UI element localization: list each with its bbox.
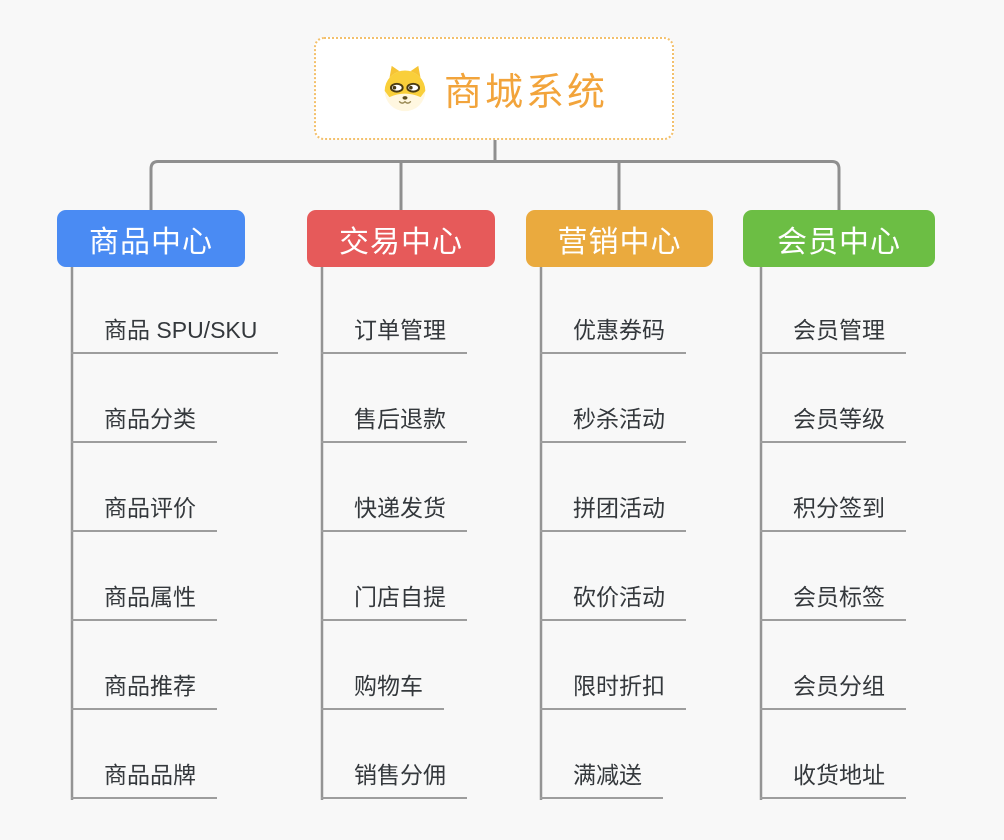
node-item[interactable]: 满减送 bbox=[540, 757, 663, 799]
dog-face-icon bbox=[380, 65, 430, 112]
node-item[interactable]: 商品属性 bbox=[71, 579, 217, 621]
branch-trade-center[interactable]: 交易中心 bbox=[307, 210, 495, 267]
node-item[interactable]: 拼团活动 bbox=[540, 490, 686, 532]
node-item[interactable]: 砍价活动 bbox=[540, 579, 686, 621]
node-item[interactable]: 购物车 bbox=[321, 668, 444, 710]
node-item[interactable]: 商品分类 bbox=[71, 401, 217, 443]
node-item[interactable]: 商品品牌 bbox=[71, 757, 217, 799]
branch-marketing-center[interactable]: 营销中心 bbox=[526, 210, 713, 267]
node-item[interactable]: 积分签到 bbox=[760, 490, 906, 532]
node-item[interactable]: 销售分佣 bbox=[321, 757, 467, 799]
node-item[interactable]: 商品推荐 bbox=[71, 668, 217, 710]
node-item[interactable]: 收货地址 bbox=[760, 757, 906, 799]
node-item[interactable]: 秒杀活动 bbox=[540, 401, 686, 443]
node-item[interactable]: 门店自提 bbox=[321, 579, 467, 621]
node-item[interactable]: 售后退款 bbox=[321, 401, 467, 443]
branch-product-center[interactable]: 商品中心 bbox=[57, 210, 245, 267]
node-item[interactable]: 会员等级 bbox=[760, 401, 906, 443]
branch-member-center[interactable]: 会员中心 bbox=[743, 210, 935, 267]
node-item[interactable]: 限时折扣 bbox=[540, 668, 686, 710]
node-item[interactable]: 会员分组 bbox=[760, 668, 906, 710]
node-item[interactable]: 会员管理 bbox=[760, 312, 906, 354]
node-item[interactable]: 快递发货 bbox=[321, 490, 467, 532]
root-node[interactable]: 商城系统 bbox=[314, 37, 674, 140]
root-title: 商城系统 bbox=[443, 72, 608, 114]
node-item[interactable]: 优惠券码 bbox=[540, 312, 686, 354]
node-item[interactable]: 会员标签 bbox=[760, 579, 906, 621]
node-item[interactable]: 商品 SPU/SKU bbox=[71, 312, 279, 354]
node-item[interactable]: 商品评价 bbox=[71, 490, 217, 532]
node-item[interactable]: 订单管理 bbox=[321, 312, 467, 354]
